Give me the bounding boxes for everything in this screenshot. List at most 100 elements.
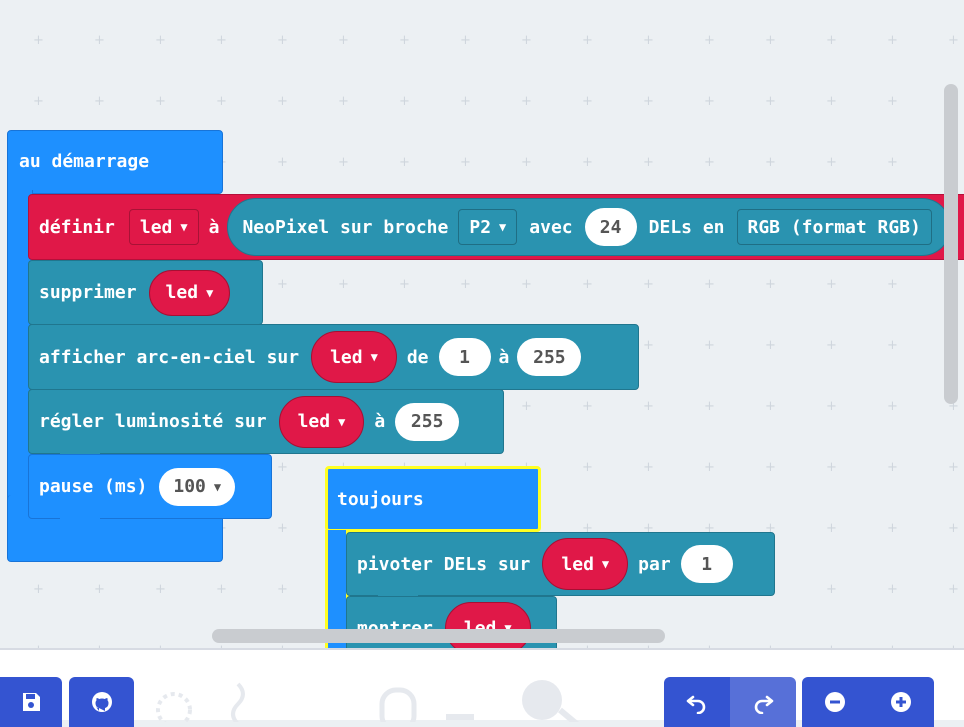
forever-block[interactable]: toujours (325, 466, 541, 532)
bottom-toolbar (0, 648, 964, 727)
with-label: avec (529, 216, 573, 238)
grid-mark: + (460, 94, 471, 109)
on-start-label: au démarrage (19, 151, 150, 172)
grid-mark: + (704, 277, 715, 292)
grid-mark: + (277, 460, 288, 475)
clear-block[interactable]: supprimer led ▼ (28, 260, 263, 325)
forever-label: toujours (337, 489, 424, 510)
rotate-label: pivoter DELs sur (357, 553, 531, 575)
github-button[interactable] (69, 677, 134, 727)
grid-mark: + (887, 644, 898, 648)
grid-mark: + (643, 94, 654, 109)
rainbow-end-field[interactable]: 255 (517, 338, 582, 376)
set-neopixel-block[interactable]: définir led ▼ à NeoPixel sur broche P2 ▼… (28, 194, 964, 260)
grid-mark: + (765, 277, 776, 292)
grid-mark: + (948, 582, 959, 597)
grid-mark: + (704, 155, 715, 170)
grid-mark: + (521, 399, 532, 414)
save-icon (23, 693, 40, 711)
grid-mark: + (216, 94, 227, 109)
grid-mark: + (948, 460, 959, 475)
grid-mark: + (338, 94, 349, 109)
brightness-value-field[interactable]: 255 (395, 402, 460, 441)
show-rainbow-block[interactable]: afficher arc-en-ciel sur led ▼ de 1 à 25… (28, 324, 639, 390)
grid-mark: + (704, 644, 715, 648)
grid-mark: + (948, 33, 959, 48)
mode-dropdown-text: RGB (format RGB) (747, 216, 921, 238)
pin-dropdown-text: P2 (469, 216, 492, 238)
variable-dropdown-led[interactable]: led ▼ (278, 395, 365, 448)
rotate-value-field[interactable]: 1 (680, 545, 733, 583)
grid-mark: + (338, 277, 349, 292)
grid-mark: + (643, 155, 654, 170)
rainbow-start-field[interactable]: 1 (438, 338, 491, 376)
grid-mark: + (94, 94, 105, 109)
horizontal-scrollbar[interactable] (212, 629, 665, 643)
grid-mark: + (277, 521, 288, 536)
grid-mark: + (948, 521, 959, 536)
grid-mark: + (765, 644, 776, 648)
redo-button[interactable] (730, 677, 796, 727)
set-brightness-block[interactable]: régler luminosité sur led ▼ à 255 (28, 389, 504, 454)
pause-value-text: 100 (173, 476, 206, 497)
grid-mark: + (704, 399, 715, 414)
mode-dropdown[interactable]: RGB (format RGB) (736, 209, 932, 245)
pin-dropdown[interactable]: P2 ▼ (458, 209, 518, 245)
caret-down-icon: ▼ (504, 621, 512, 635)
grid-mark: + (887, 399, 898, 414)
pause-block[interactable]: pause (ms) 100 ▼ (28, 454, 272, 519)
variable-dropdown-led[interactable]: led ▼ (128, 209, 199, 245)
grid-mark: + (643, 338, 654, 353)
undo-icon (686, 695, 706, 714)
grid-mark: + (948, 644, 959, 648)
grid-mark: + (33, 33, 44, 48)
vertical-scrollbar[interactable] (944, 84, 958, 404)
grid-mark: + (155, 94, 166, 109)
variable-dropdown-text: led (330, 346, 363, 368)
grid-mark: + (704, 338, 715, 353)
zoom-in-button[interactable] (868, 677, 934, 727)
variable-dropdown-led[interactable]: led ▼ (148, 269, 231, 316)
grid-mark: + (521, 33, 532, 48)
variable-dropdown-text: led (297, 411, 331, 432)
block-notch (60, 518, 100, 530)
zoom-out-icon (825, 692, 845, 712)
grid-mark: + (277, 94, 288, 109)
grid-mark: + (826, 399, 837, 414)
caret-down-icon: ▼ (370, 350, 378, 364)
grid-mark: + (704, 33, 715, 48)
grid-mark: + (155, 33, 166, 48)
grid-mark: + (521, 277, 532, 292)
grid-mark: + (765, 155, 776, 170)
blocks-workspace[interactable]: + + + + + + + + + + + + + + + + + + + + + + + + + + + + + + + + + + + + + + + +… (0, 0, 964, 648)
grid-mark: + (277, 582, 288, 597)
grid-mark: + (94, 582, 105, 597)
undo-button[interactable] (664, 677, 730, 727)
grid-mark: + (277, 155, 288, 170)
grid-mark: + (460, 277, 471, 292)
grid-mark: + (887, 33, 898, 48)
rotate-leds-block[interactable]: pivoter DELs sur led ▼ par 1 (346, 532, 775, 596)
grid-mark: + (582, 399, 593, 414)
grid-mark: + (216, 33, 227, 48)
neopixel-create-block[interactable]: NeoPixel sur broche P2 ▼ avec 24 DELs en… (227, 198, 951, 256)
grid-mark: + (216, 644, 227, 648)
grid-mark: + (460, 155, 471, 170)
zoom-out-button[interactable] (802, 677, 868, 727)
grid-mark: + (826, 582, 837, 597)
grid-mark: + (216, 582, 227, 597)
grid-mark: + (826, 460, 837, 475)
grid-mark: + (582, 460, 593, 475)
pause-value-dropdown[interactable]: 100 ▼ (159, 467, 236, 506)
variable-dropdown-text: led (139, 216, 173, 238)
grid-mark: + (582, 94, 593, 109)
grid-mark: + (765, 338, 776, 353)
grid-mark: + (643, 33, 654, 48)
on-start-block[interactable]: au démarrage (7, 130, 223, 194)
variable-dropdown-led[interactable]: led ▼ (311, 331, 397, 383)
caret-down-icon: ▼ (601, 557, 610, 571)
variable-dropdown-led[interactable]: led ▼ (542, 538, 629, 590)
save-button[interactable] (0, 677, 62, 727)
grid-mark: + (765, 521, 776, 536)
led-count-field[interactable]: 24 (584, 208, 637, 246)
